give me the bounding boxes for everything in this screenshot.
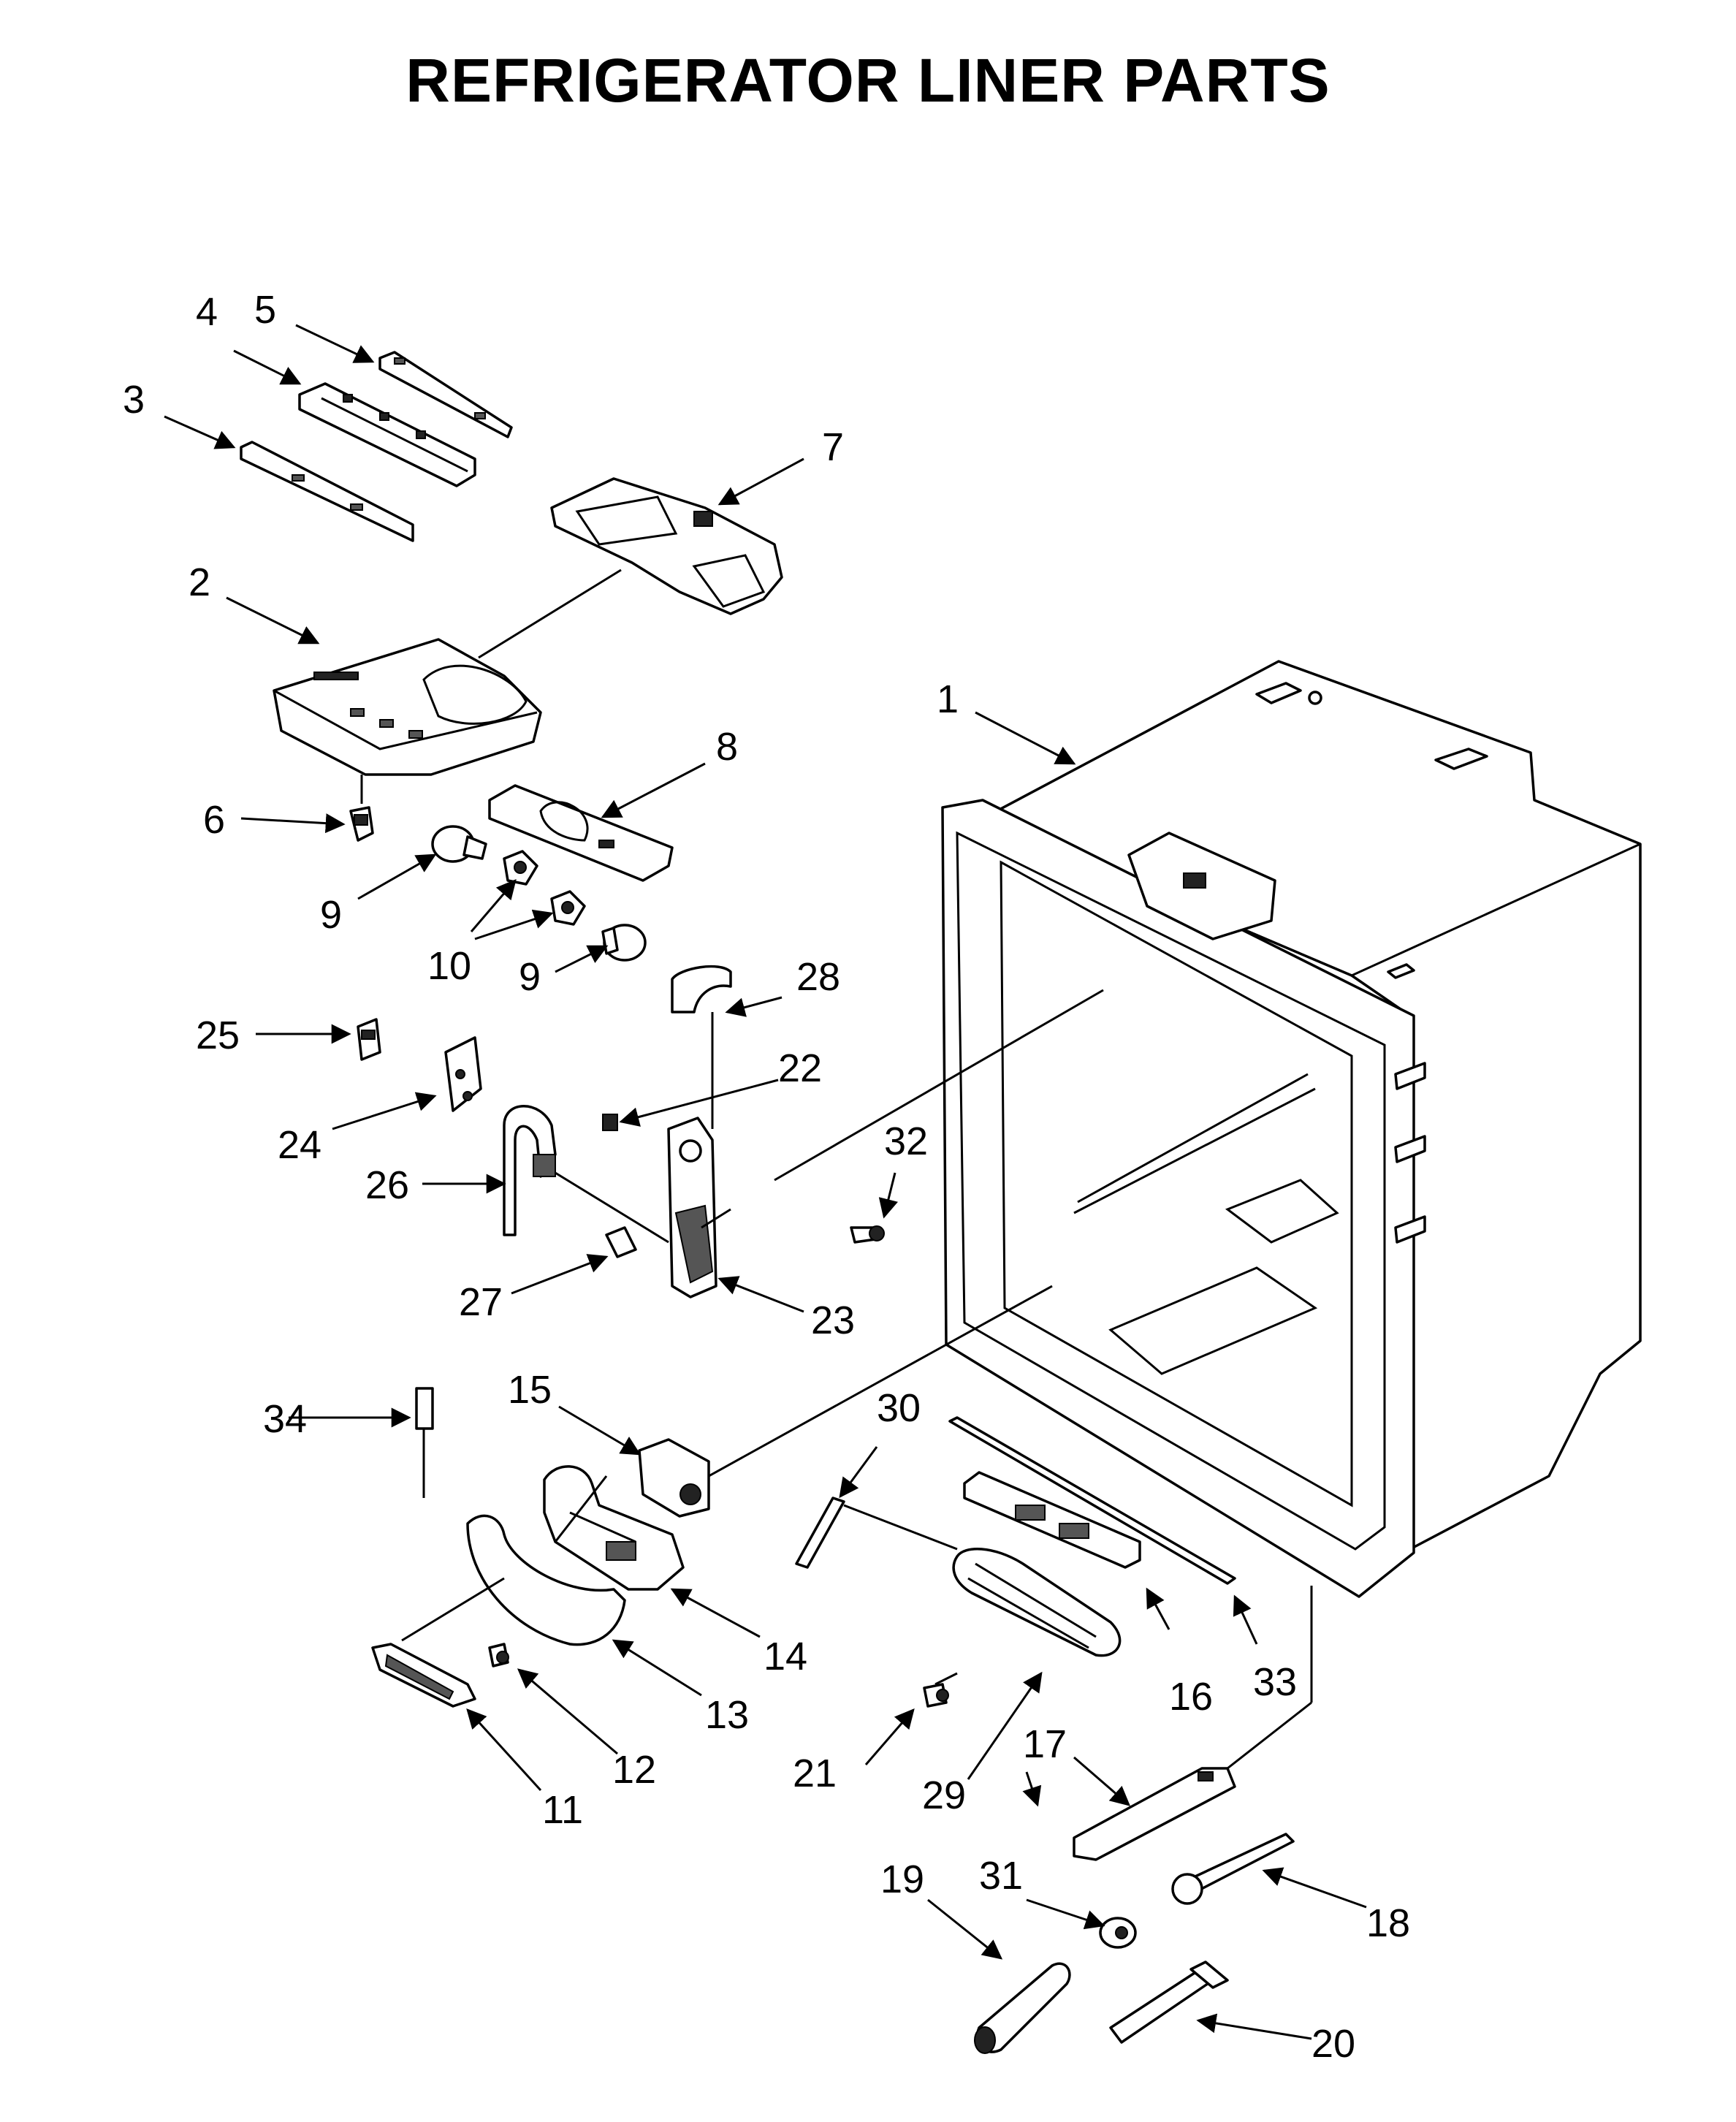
leader-lines (164, 324, 1367, 2040)
callout-31: 31 (979, 1854, 1023, 1898)
callout-12: 12 (612, 1748, 656, 1792)
callout-4: 4 (196, 290, 218, 334)
part-11-trim (371, 1643, 476, 1708)
part-23-housing (667, 1117, 717, 1298)
callout-9b: 9 (519, 955, 541, 999)
part-29-gasket (952, 1548, 1122, 1657)
callout-33: 33 (1253, 1660, 1297, 1704)
callout-numbers: 1 2 3 4 5 6 7 8 9 10 9 28 22 25 24 26 27… (123, 288, 1410, 2066)
callout-21: 21 (793, 1752, 837, 1795)
callout-3: 3 (123, 378, 145, 422)
callout-34: 34 (263, 1397, 307, 1441)
callout-1: 1 (937, 677, 959, 721)
callout-17: 17 (1023, 1722, 1067, 1766)
callout-26: 26 (365, 1163, 409, 1207)
callout-18: 18 (1366, 1901, 1410, 1945)
part-1-liner (941, 660, 1642, 1598)
callout-29: 29 (922, 1773, 966, 1817)
callout-7: 7 (822, 425, 844, 469)
connector-line (555, 1171, 669, 1244)
callout-11: 11 (542, 1788, 583, 1832)
part-5-bracket (378, 351, 513, 438)
connector-line (708, 1285, 1053, 1478)
callout-27: 27 (459, 1280, 503, 1324)
part-25-module (357, 1018, 381, 1061)
callout-14: 14 (764, 1635, 807, 1678)
part-30-probe (795, 1497, 958, 1569)
part-15-module (638, 1438, 710, 1518)
connector-line (934, 1672, 958, 1686)
part-17-bracket (1073, 1586, 1313, 1861)
part-20-trough (1109, 1961, 1229, 2044)
part-10-socket-b (550, 890, 586, 926)
callout-28: 28 (796, 955, 840, 999)
callout-19: 19 (880, 1857, 924, 1901)
part-31-cap (1099, 1917, 1137, 1949)
part-7-cover (478, 477, 783, 659)
callout-23: 23 (811, 1298, 855, 1342)
diagram-title: REFRIGERATOR LINER PARTS (406, 46, 1330, 115)
callout-22: 22 (778, 1046, 822, 1090)
part-22-clip (602, 1114, 618, 1131)
part-3-strip (240, 441, 414, 542)
callout-5: 5 (254, 288, 276, 332)
part-4-bracket (298, 382, 476, 487)
callout-9a: 9 (320, 893, 342, 937)
callout-25: 25 (196, 1014, 240, 1057)
part-8-light-housing (488, 784, 674, 882)
part-18-valve (1171, 1833, 1295, 1905)
part-14-housing (543, 1465, 685, 1591)
callout-32: 32 (884, 1119, 928, 1163)
callout-30: 30 (877, 1386, 921, 1430)
callout-13: 13 (705, 1693, 749, 1737)
callout-6: 6 (203, 798, 225, 842)
callout-24: 24 (278, 1123, 321, 1167)
part-24-bracket (444, 1036, 482, 1112)
part-9-bulb-a (431, 825, 487, 863)
part-33-rod (948, 1416, 1236, 1585)
part-27-clip (605, 1226, 637, 1258)
part-2-control-housing (273, 638, 542, 804)
part-10-socket-a (503, 850, 538, 886)
callout-2: 2 (189, 560, 210, 604)
part-12-screw (488, 1643, 509, 1667)
part-32-screw (850, 1225, 885, 1244)
part-21-screw (923, 1683, 949, 1708)
connector-line (774, 989, 1104, 1182)
part-13-cover (401, 1514, 626, 1646)
part-34-probe (415, 1387, 434, 1498)
callout-16: 16 (1169, 1675, 1213, 1719)
part-16-duct (963, 1471, 1141, 1569)
callout-15: 15 (508, 1368, 552, 1412)
callout-8: 8 (716, 725, 738, 769)
connector-line (554, 1475, 608, 1543)
part-26-tube (503, 1105, 557, 1236)
part-6-switch (349, 806, 374, 842)
part-28-trim (671, 965, 732, 1014)
part-9-bulb-b (601, 924, 647, 962)
callout-10: 10 (427, 944, 471, 988)
part-19-filter (974, 1962, 1071, 2054)
callout-20: 20 (1311, 2022, 1355, 2066)
connector-line (701, 1208, 731, 1229)
